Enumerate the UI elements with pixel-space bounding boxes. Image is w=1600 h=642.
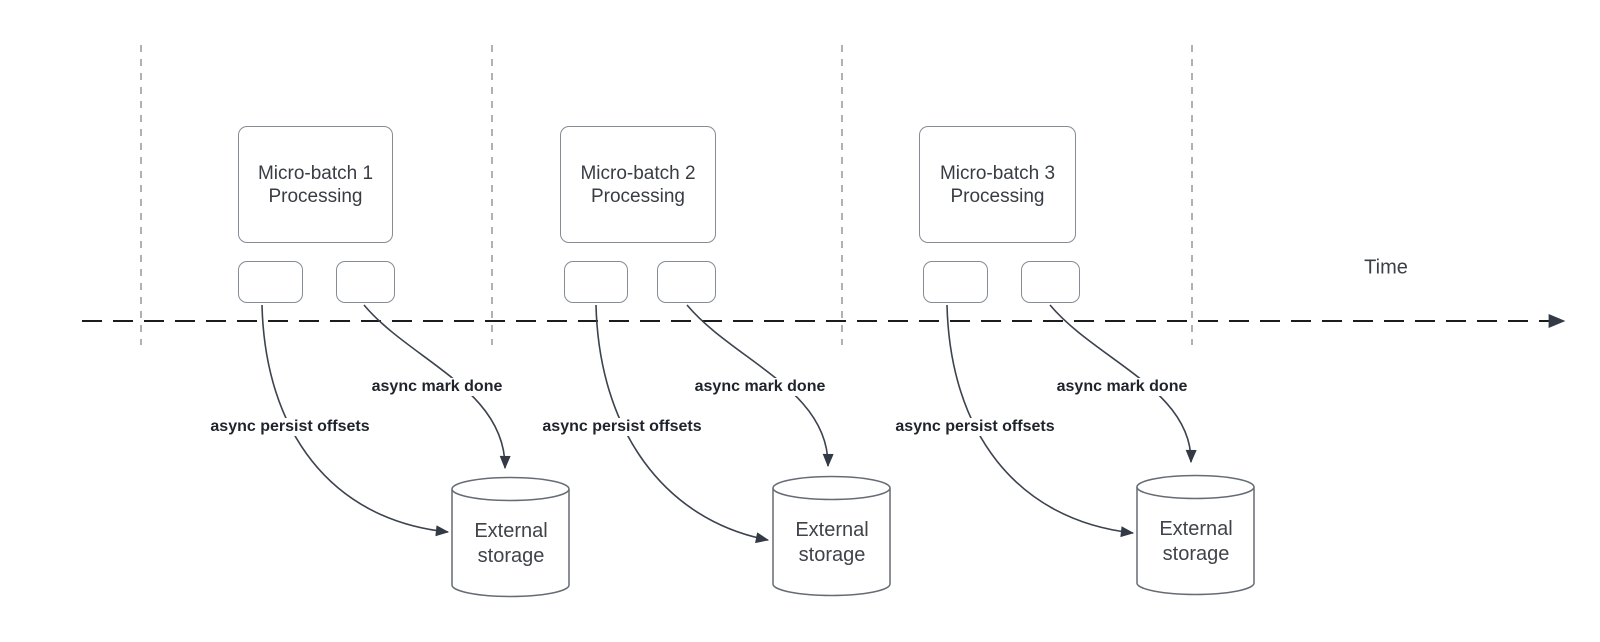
micro-batch-3-box: Micro-batch 3 Processing xyxy=(919,126,1076,243)
persist-offsets-arrow-3 xyxy=(946,304,1135,538)
persist-offsets-source-box-3 xyxy=(923,261,988,303)
mark-done-source-box-2 xyxy=(657,261,716,303)
mark-done-label-3: async mark done xyxy=(1053,378,1191,396)
mark-done-label-2: async mark done xyxy=(691,378,829,396)
micro-batch-1-box: Micro-batch 1 Processing xyxy=(238,126,393,243)
external-storage-label-3: External storage xyxy=(1159,518,1233,565)
external-storage-label-1: External storage xyxy=(474,520,548,567)
persist-offsets-arrow-1 xyxy=(261,304,450,537)
mark-done-label-1: async mark done xyxy=(368,378,506,396)
persist-offsets-arrow-2 xyxy=(595,304,770,544)
external-storage-cylinder-2 xyxy=(772,475,891,597)
persist-offsets-label-1: async persist offsets xyxy=(207,418,373,436)
mark-done-arrow-1 xyxy=(363,304,511,470)
mark-done-source-box-3 xyxy=(1021,261,1080,303)
mark-done-arrow-3 xyxy=(1049,304,1197,464)
external-storage-cylinder-3 xyxy=(1136,474,1255,596)
external-storage-label-2: External storage xyxy=(795,519,869,566)
external-storage-cylinder-1 xyxy=(451,476,570,598)
time-axis-label: Time xyxy=(1364,256,1408,279)
persist-offsets-label-2: async persist offsets xyxy=(539,418,705,436)
persist-offsets-label-3: async persist offsets xyxy=(892,418,1058,436)
persist-offsets-source-box-1 xyxy=(238,261,303,303)
persist-offsets-source-box-2 xyxy=(564,261,628,303)
micro-batch-2-box: Micro-batch 2 Processing xyxy=(560,126,716,243)
mark-done-arrow-2 xyxy=(686,304,834,468)
mark-done-source-box-1 xyxy=(336,261,395,303)
